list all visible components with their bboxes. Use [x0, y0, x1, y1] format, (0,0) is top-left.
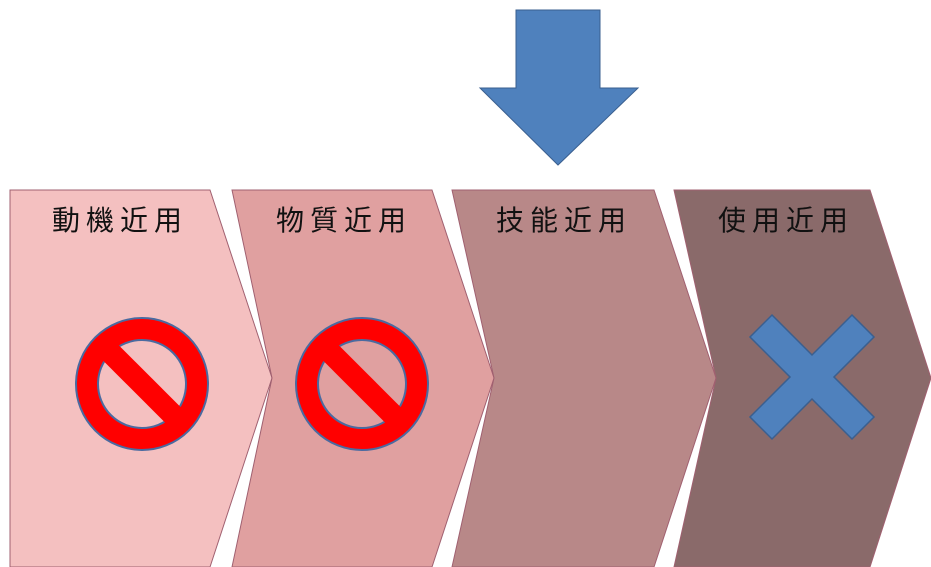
cross-icon — [748, 313, 876, 441]
stage-label-skill: 技能近用 — [496, 204, 632, 237]
stage-label-motivation: 動機近用 — [52, 204, 188, 237]
stage-label-usage: 使用近用 — [718, 204, 854, 237]
down-arrow-icon — [478, 9, 640, 166]
stage-label-material: 物質近用 — [276, 204, 412, 237]
stage-chevron-skill — [451, 189, 717, 567]
prohibited-icon — [295, 317, 429, 451]
prohibited-icon — [75, 317, 209, 451]
